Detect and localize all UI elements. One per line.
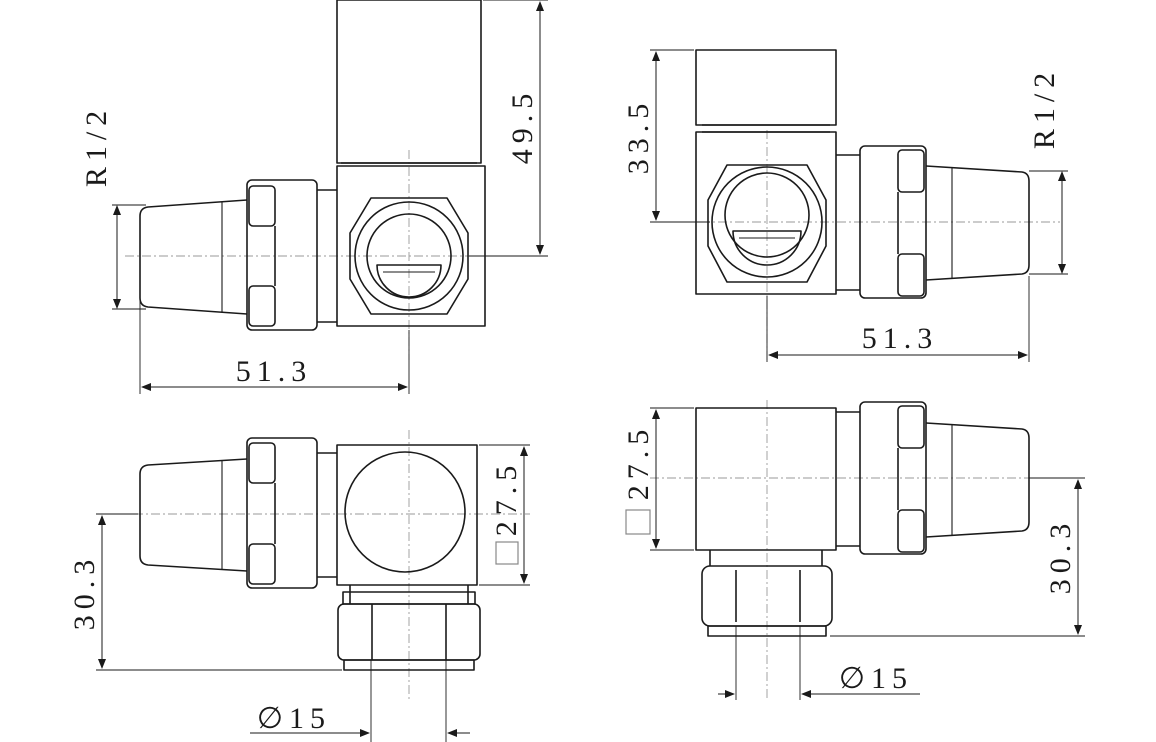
- view-top-right: R1/2 33.5 51.3: [622, 49, 1068, 362]
- view-bottom-left: 27.5 30.3 ∅15: [68, 430, 530, 742]
- dim-height-label: 49.5: [506, 88, 539, 165]
- view-top-left: R1/2 49.5 51.3: [80, 0, 548, 394]
- dim-thread-label-right: R1/2: [1028, 67, 1061, 149]
- square-symbol: [495, 541, 519, 565]
- dim-diameter-label-right: ∅15: [839, 662, 913, 695]
- dim-offset-label: 30.3: [68, 554, 101, 631]
- dim-square-label-right: 27.5: [622, 424, 655, 501]
- dim-thread-label: R1/2: [80, 105, 113, 187]
- dim-square-label: 27.5: [490, 460, 523, 537]
- dim-height-label-right: 33.5: [622, 98, 655, 175]
- square-symbol-right: [625, 509, 651, 535]
- dim-diameter-label: ∅15: [257, 702, 331, 735]
- dim-length-label: 51.3: [236, 355, 313, 388]
- dim-length-label-right: 51.3: [862, 322, 939, 355]
- view-bottom-right: 27.5 30.3 ∅15: [622, 400, 1085, 700]
- dim-offset-label-right: 30.3: [1044, 518, 1077, 595]
